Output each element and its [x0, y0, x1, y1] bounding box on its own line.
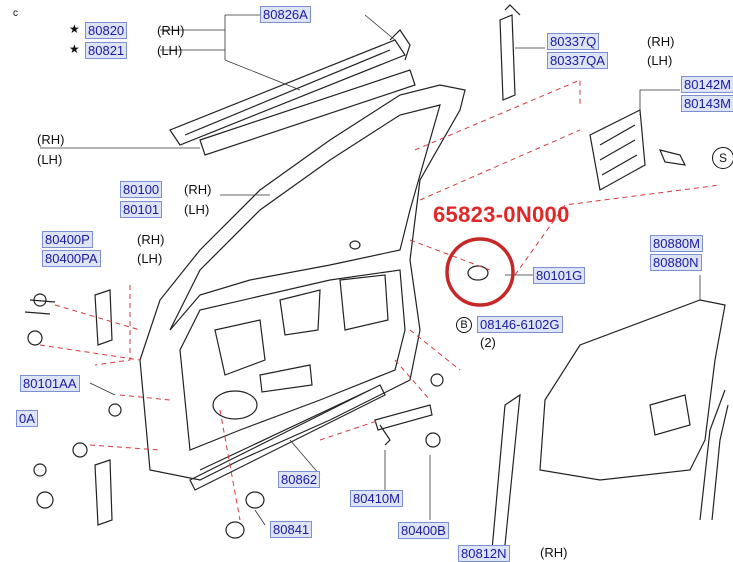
part-80101[interactable]: 80101 — [120, 201, 163, 218]
grommet-80101G — [467, 265, 489, 281]
highlighted-part-number: 65823-0N000 — [433, 202, 570, 227]
part-80880M[interactable]: 80880M — [650, 235, 703, 252]
hinge-lower-left — [94, 459, 113, 526]
part-80410M[interactable]: 80410M — [350, 490, 403, 507]
rh-80337Q: (RH) — [647, 34, 675, 49]
rh-80400P: (RH) — [137, 232, 165, 247]
corner-mark: c — [13, 8, 18, 19]
part-0A[interactable]: 0A — [16, 410, 38, 427]
sash-80337Q — [499, 14, 516, 101]
part-08146-6102G[interactable]: 08146-6102G — [477, 316, 563, 333]
s-marker: S — [712, 147, 733, 169]
weatherstrip-80812N — [491, 393, 521, 551]
part-80862[interactable]: 80862 — [278, 471, 321, 488]
part-80100[interactable]: 80100 — [120, 181, 163, 198]
part-80820[interactable]: 80820 — [85, 22, 128, 39]
lh-80337QA: (LH) — [647, 53, 673, 68]
part-80400PA[interactable]: 80400PA — [42, 250, 101, 267]
part-80841[interactable]: 80841 — [270, 521, 313, 538]
lh-80821-trim: (LH) — [37, 152, 63, 167]
door-window-frame — [169, 104, 441, 331]
lh-80821: (LH) — [157, 43, 183, 58]
front-door-frame — [139, 84, 466, 481]
part-80826A[interactable]: 80826A — [260, 6, 311, 23]
highlight-circle — [445, 237, 515, 307]
part-80142M[interactable]: 80142M — [681, 76, 733, 93]
part-80101G[interactable]: 80101G — [533, 267, 586, 284]
belt-molding-80826A — [169, 39, 406, 146]
lh-80400PA: (LH) — [137, 251, 163, 266]
star-mark-80821: ★ — [69, 42, 80, 56]
hinge-80400P — [94, 289, 113, 346]
sill-trim-80862 — [189, 384, 386, 491]
door-inner-panel — [179, 269, 406, 451]
part-80337Q[interactable]: 80337Q — [547, 33, 600, 50]
part-80143M[interactable]: 80143M — [681, 95, 733, 112]
hinge-plate-80142M — [589, 109, 646, 191]
rh-80812N: (RH) — [540, 545, 568, 560]
door-check-80410M — [374, 404, 433, 431]
b-marker: B — [456, 317, 472, 333]
rear-door-panel-80880M — [539, 299, 726, 481]
part-80880N[interactable]: 80880N — [650, 254, 702, 271]
part-80812N[interactable]: 80812N — [458, 545, 510, 562]
rh-80820-trim: (RH) — [37, 132, 65, 147]
part-80101AA[interactable]: 80101AA — [20, 375, 80, 392]
part-80821[interactable]: 80821 — [85, 42, 128, 59]
lh-80101: (LH) — [184, 202, 210, 217]
quantity-2: (2) — [480, 335, 496, 350]
part-80400P[interactable]: 80400P — [42, 231, 93, 248]
part-80400B[interactable]: 80400B — [398, 522, 449, 539]
belt-molding-80820 — [199, 69, 416, 156]
rh-80820: (RH) — [157, 23, 185, 38]
star-mark-80820: ★ — [69, 22, 80, 36]
rh-80100: (RH) — [184, 182, 212, 197]
part-80337QA[interactable]: 80337QA — [547, 52, 608, 69]
